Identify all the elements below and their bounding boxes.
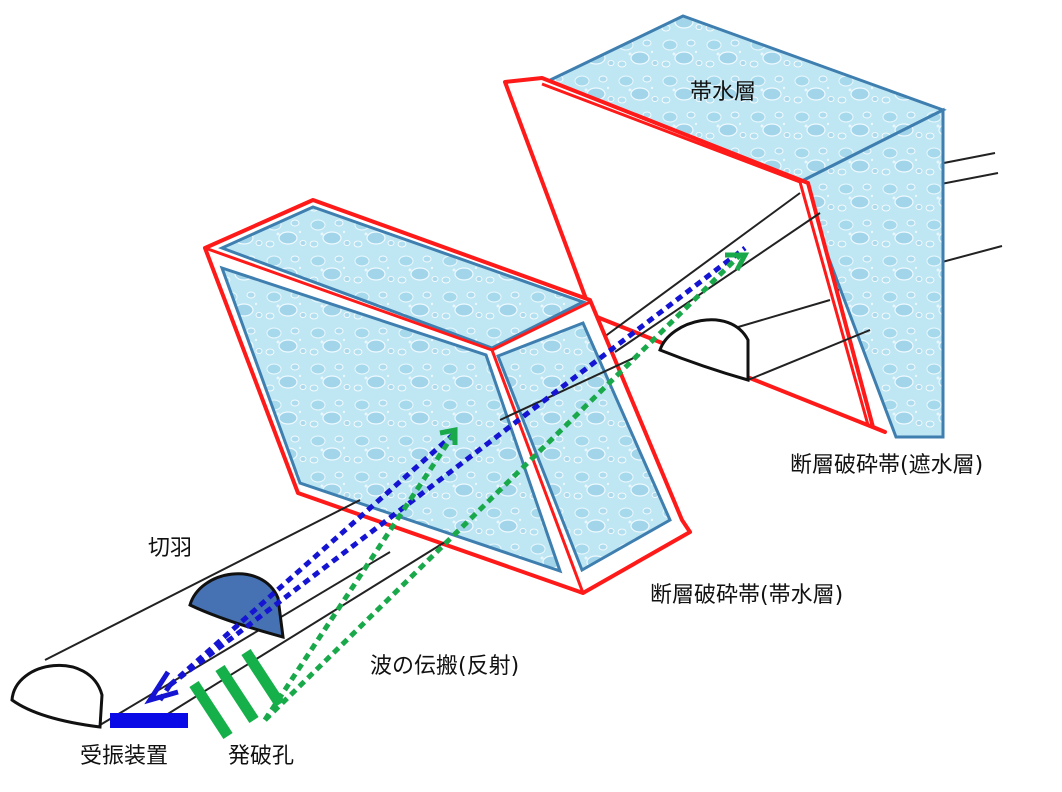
receiver-device [110,713,188,728]
label-blast-hole: 発破孔 [228,744,295,769]
label-receiver: 受振装置 [80,744,169,769]
wave-paths-blue [144,246,747,705]
label-wave-propagation: 波の伝搬(反射) [370,654,520,679]
tunnel-entrance [10,663,104,729]
label-fault-impermeable: 断層破砕帯(遮水層) [790,453,984,478]
label-cutting-face: 切羽 [148,536,193,561]
wave-paths-green [262,252,750,722]
fault-zone-aquifer [203,198,692,595]
label-aquifer: 帯水層 [690,80,757,105]
label-fault-aquifer: 断層破砕帯(帯水層) [650,583,844,608]
cutting-face [188,572,285,640]
tunnel-far-section [658,318,750,382]
aquifer-block [538,14,947,439]
blast-holes [189,648,285,740]
